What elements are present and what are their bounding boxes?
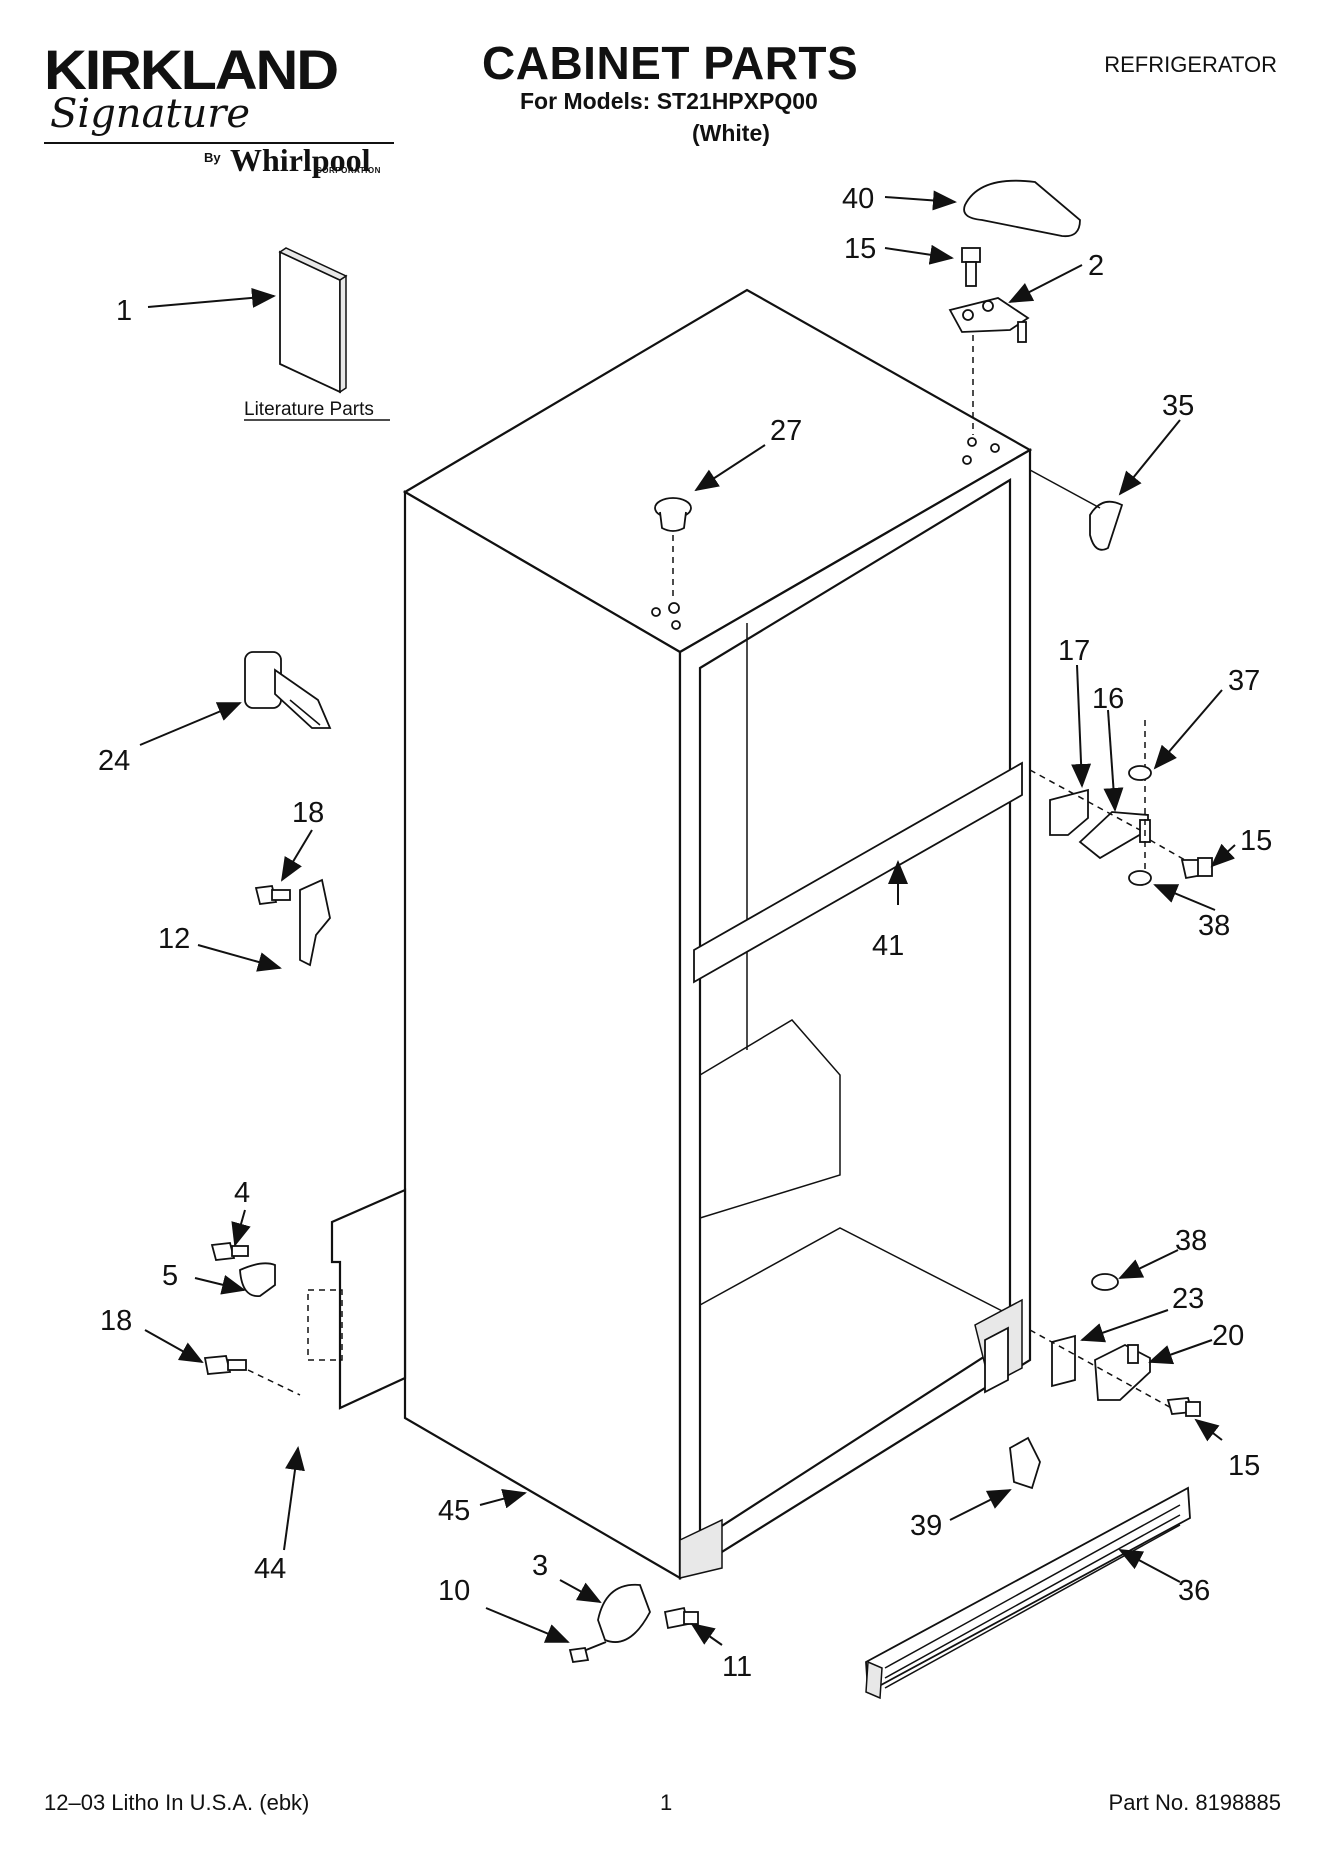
screw-15-top <box>961 247 981 287</box>
lower-hinge-20 <box>1094 1343 1151 1401</box>
screw-15-lower <box>1166 1397 1201 1417</box>
callout-11: 11 <box>722 1651 752 1683</box>
grille-clip-39 <box>1009 1436 1041 1490</box>
brand-rule <box>44 142 394 144</box>
callout-15-lower: 15 <box>1228 1450 1260 1482</box>
lower-left-hinge-plate <box>679 1518 723 1579</box>
callout-36: 36 <box>1178 1575 1210 1607</box>
callout-1: 1 <box>116 295 132 327</box>
product-type: REFRIGERATOR <box>1104 52 1277 77</box>
callout-5: 5 <box>162 1260 178 1292</box>
callout-17: 17 <box>1058 635 1090 667</box>
callout-35: 35 <box>1162 390 1194 422</box>
callout-37: 37 <box>1228 665 1260 697</box>
callout-16: 16 <box>1092 683 1124 715</box>
washer-38-center <box>1128 870 1152 886</box>
shim-35 <box>1089 500 1124 551</box>
leg-leveler-3 <box>597 1583 651 1643</box>
hinge-cover-40 <box>963 179 1081 238</box>
footer-part-number: Part No. 8198885 <box>1108 1790 1281 1815</box>
refrigerator-cabinet <box>330 288 1033 1580</box>
washer-38-lower <box>1091 1273 1119 1291</box>
manufacturer-logo: Whirlpool <box>230 142 371 178</box>
screw-4 <box>210 1242 249 1261</box>
manufacturer-corp: CORPORATION <box>316 166 381 175</box>
color-line: (White) <box>692 120 770 146</box>
callout-20: 20 <box>1212 1320 1244 1352</box>
callout-18-lower: 18 <box>100 1305 132 1337</box>
callout-4: 4 <box>234 1177 250 1209</box>
callout-45: 45 <box>438 1495 470 1527</box>
callout-38-lower: 38 <box>1175 1225 1207 1257</box>
screw-18-upper <box>254 885 291 905</box>
callout-23: 23 <box>1172 1283 1204 1315</box>
callout-40: 40 <box>842 183 874 215</box>
callout-38-center: 38 <box>1198 910 1230 942</box>
callout-15-top: 15 <box>844 233 876 265</box>
screw-10 <box>568 1641 607 1663</box>
cabinet-back-panel-44 <box>330 1188 407 1410</box>
callout-18-upper: 18 <box>292 797 324 829</box>
callout-12: 12 <box>158 923 190 955</box>
clip-12 <box>299 878 331 967</box>
callout-24: 24 <box>98 745 130 777</box>
washer-37 <box>1128 765 1152 781</box>
brand-by: By <box>204 150 221 165</box>
screw-15-center <box>1180 857 1213 880</box>
literature-book-1 <box>278 247 348 394</box>
literature-parts-link[interactable]: Literature Parts <box>244 399 374 420</box>
callout-44: 44 <box>254 1553 286 1585</box>
hole-plug-27 <box>654 497 692 532</box>
hinge-shim-23 <box>1051 1334 1076 1388</box>
callout-2: 2 <box>1088 250 1104 282</box>
clamp-5 <box>239 1262 276 1297</box>
screw-11 <box>663 1606 699 1630</box>
callout-10: 10 <box>438 1575 470 1607</box>
door-stop-24 <box>244 651 332 729</box>
page-title: CABINET PARTS <box>482 37 859 89</box>
brand-logo: KIRKLAND Signature By Whirlpool CORPORAT… <box>44 42 404 178</box>
callout-3: 3 <box>532 1550 548 1582</box>
footer-litho: 12–03 Litho In U.S.A. (ebk) <box>44 1790 310 1815</box>
center-hinge-16 <box>1078 811 1149 860</box>
callout-27: 27 <box>770 415 802 447</box>
callout-41: 41 <box>872 930 904 962</box>
callout-15-center: 15 <box>1240 825 1272 857</box>
toe-grille-36 <box>865 1486 1191 1700</box>
callout-leaders <box>139 190 1236 1646</box>
footer-page-number: 1 <box>660 1790 673 1815</box>
callout-39: 39 <box>910 1510 942 1542</box>
brand-signature: Signature <box>50 91 251 137</box>
models-line: For Models: ST21HPXPQ00 <box>520 88 818 114</box>
center-mullion-41 <box>693 761 1023 984</box>
screw-18-lower <box>203 1355 247 1375</box>
brand-name: KIRKLAND <box>44 38 339 101</box>
center-hinge-plate-17 <box>1049 788 1089 836</box>
cabinet-side-panel <box>403 490 682 1580</box>
